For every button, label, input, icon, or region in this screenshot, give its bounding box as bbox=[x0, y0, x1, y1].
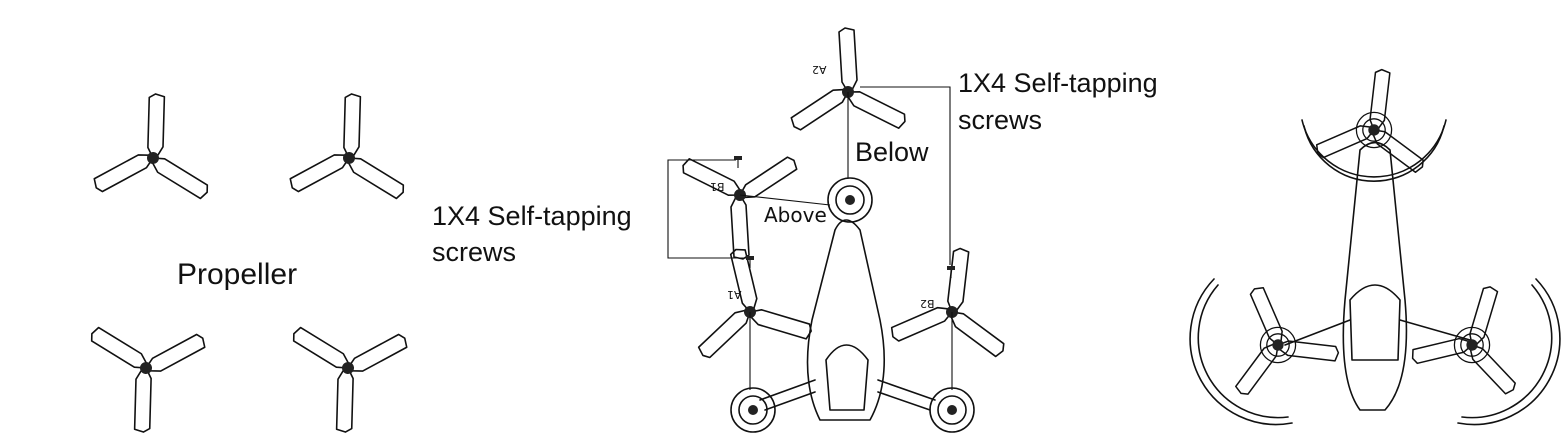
propeller-top-left bbox=[90, 89, 218, 203]
propeller-top-right bbox=[286, 89, 414, 203]
propeller-label: Propeller bbox=[177, 258, 298, 291]
below-label: Below bbox=[855, 137, 929, 167]
propeller-bottom-right bbox=[283, 323, 411, 437]
prop-tag-a1: A1 bbox=[727, 288, 742, 301]
screw-icon bbox=[745, 255, 755, 269]
propeller-bottom-left bbox=[81, 323, 209, 437]
propeller-b2 bbox=[886, 239, 1022, 362]
screws-right-label-line2: screws bbox=[958, 105, 1043, 135]
screws-right-label-line1: 1X4 Self-tapping bbox=[958, 68, 1158, 98]
propeller-b1 bbox=[655, 111, 805, 267]
drone-body-exploded bbox=[730, 177, 975, 433]
prop-tag-b1: B1 bbox=[710, 180, 725, 193]
above-label: Above bbox=[764, 203, 827, 227]
screws-left-label-line1: 1X4 Self-tapping bbox=[432, 201, 632, 231]
prop-tag-b2: B2 bbox=[920, 297, 935, 310]
screw-icon bbox=[946, 265, 956, 279]
leader-lines bbox=[667, 86, 953, 390]
prop-tag-a2: A2 bbox=[812, 63, 827, 76]
screw-icon bbox=[733, 155, 743, 169]
drone-assembled bbox=[1189, 60, 1561, 426]
screws-left-label-line2: screws bbox=[432, 237, 517, 267]
